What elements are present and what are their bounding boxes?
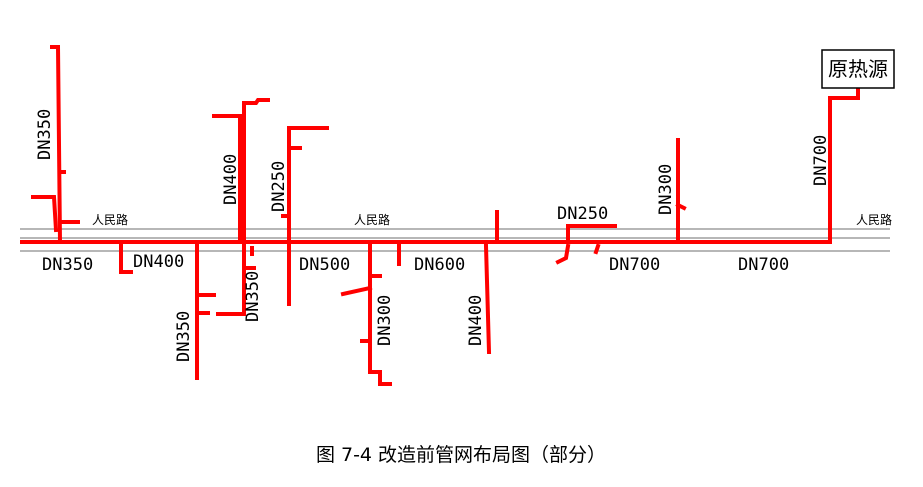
road-label-middle: 人民路 <box>354 212 390 227</box>
branch-dn300-down <box>368 244 392 386</box>
branch-dn400-stub <box>119 244 133 274</box>
heat-source-box <box>821 49 895 89</box>
branch-dn300-up-stub <box>675 202 687 211</box>
branch-dn250-up <box>287 126 329 306</box>
road-label-right: 人民路 <box>856 212 892 227</box>
road-label-left: 人民路 <box>92 212 128 227</box>
label-dn700-main-b: DN700 <box>738 255 789 275</box>
road <box>20 228 890 252</box>
label-dn600-main: DN600 <box>414 255 465 275</box>
label-dn400-up: DN400 <box>221 154 241 205</box>
branch-dn350-top <box>50 45 63 245</box>
label-dn350-main: DN350 <box>42 255 93 275</box>
label-dn700-up: DN700 <box>811 135 831 186</box>
branch-dn250-stub-2 <box>593 243 601 255</box>
branch-dn300-down-stub-1 <box>340 285 373 297</box>
label-dn350-down-a: DN350 <box>174 311 194 362</box>
label-dn350-top: DN350 <box>35 109 55 160</box>
branch-dn250-stub <box>555 243 571 265</box>
branch-dn400-up-top <box>242 98 270 105</box>
branch-dn400-down <box>483 243 492 355</box>
label-dn300-up: DN300 <box>656 164 676 215</box>
label-dn300-down: DN300 <box>375 295 395 346</box>
label-dn400-down: DN400 <box>466 295 486 346</box>
heat-source-label: 原热源 <box>828 57 888 81</box>
label-dn250-branch: DN250 <box>557 204 608 224</box>
heat-source: 原热源 <box>821 49 895 89</box>
branch-dn400-up <box>212 114 242 244</box>
figure-caption: 图 7-4 改造前管网布局图（部分） <box>316 444 606 466</box>
branch-dn350-down-b <box>216 244 246 316</box>
label-dn250-up: DN250 <box>269 161 289 212</box>
branch-dn350-top-stub-a <box>31 195 59 233</box>
label-dn500-main: DN500 <box>299 255 350 275</box>
label-dn400-main: DN400 <box>133 252 184 272</box>
label-dn350-down-b: DN350 <box>243 271 263 322</box>
branch-pipes <box>31 45 860 386</box>
branch-dn250 <box>566 224 617 244</box>
label-dn700-main-a: DN700 <box>609 255 660 275</box>
branch-dn700-up <box>828 86 860 244</box>
